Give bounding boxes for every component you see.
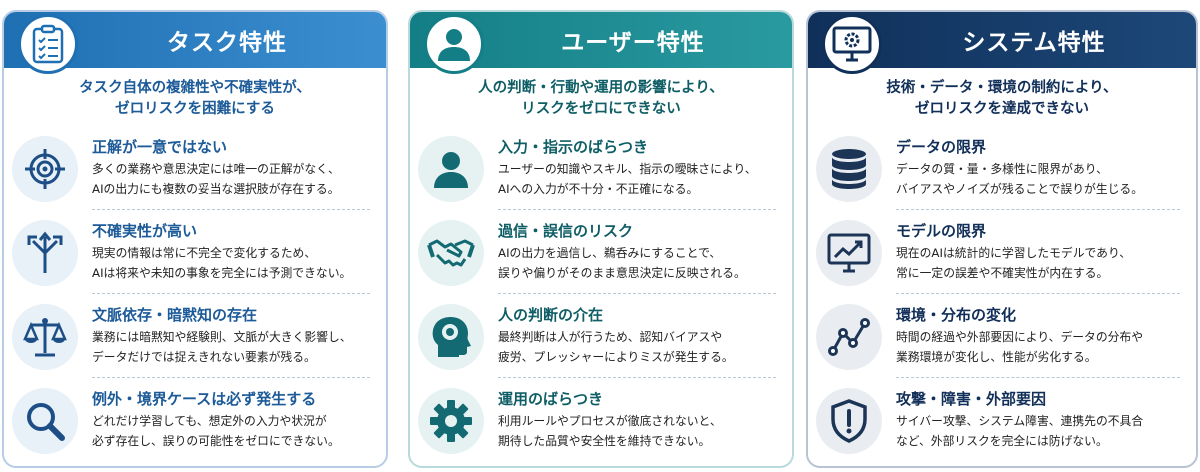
item-description: サイバー攻撃、システム障害、連携先の不具合など、外部リスクを完全には防げない。 [896, 414, 1144, 448]
item-title: 例外・境界ケースは必ず発生する [92, 390, 317, 408]
list-item: 不確実性が高い 現実の情報は常に不完全で変化するため、AIは将来や未知の事象を完… [4, 216, 386, 296]
list-item: 環境・分布の変化 時間の経過や外部要因により、データの分布や業務環境が変化し、性… [808, 300, 1196, 380]
list-item: 過信・誤信のリスク AIの出力を過信し、鵜呑みにすることで、誤りや偏りがそのまま… [410, 216, 792, 296]
head-brain-icon [418, 304, 484, 370]
divider [498, 293, 776, 294]
item-description: 業務には暗黙知や経験則、文脈が大きく影響し、データだけでは捉えきれない要素が残る… [92, 330, 352, 364]
shield-alert-icon [816, 388, 882, 454]
target-icon [12, 136, 78, 202]
divider [92, 293, 370, 294]
panel-task-characteristics: タスク特性 タスク自体の複雑性や不確実性が、 ゼロリスクを困難にする 正解が一意… [2, 10, 388, 468]
item-description: データの質・量・多様性に限界があり、バイアスやノイズが残ることで誤りが生じる。 [896, 162, 1144, 196]
line-chart-icon [816, 304, 882, 370]
panel-subtitle: 技術・データ・環境の制約により、 ゼロリスクを達成できない [886, 80, 1118, 117]
item-title: 環境・分布の変化 [896, 306, 1017, 324]
database-icon [816, 136, 882, 202]
list-item: 運用のばらつき 利用ルールやプロセスが徹底されないと、期待した品質や安全性を維持… [410, 384, 792, 464]
user-icon [424, 14, 484, 74]
item-title: 過信・誤信のリスク [498, 222, 634, 240]
list-item: モデルの限界 現在のAIは統計的に学習したモデルであり、常に一定の誤差や不確実性… [808, 216, 1196, 296]
item-description: AIの出力を過信し、鵜呑みにすることで、誤りや偏りがそのまま意思決定に反映される… [498, 246, 746, 280]
panel-title: タスク特性 [167, 30, 287, 56]
item-title: 運用のばらつき [498, 390, 604, 408]
list-item: 人の判断の介在 最終判断は人が行うため、認知バイアスや疲労、プレッシャーによりミ… [410, 300, 792, 380]
divider [896, 209, 1180, 210]
panel-title: システム特性 [962, 30, 1106, 56]
divider [92, 377, 370, 378]
item-title: 人の判断の介在 [498, 306, 604, 324]
item-description: ユーザーの知識やスキル、指示の曖昧さにより、AIへの入力が不十分・不正確になる。 [498, 162, 757, 196]
list-item: 例外・境界ケースは必ず発生する どれだけ学習しても、想定外の入力や状況が必ず存在… [4, 384, 386, 464]
panel-subtitle: タスク自体の複雑性や不確実性が、 ゼロリスクを困難にする [79, 80, 311, 117]
list-item: 攻撃・障害・外部要因 サイバー攻撃、システム障害、連携先の不具合など、外部リスク… [808, 384, 1196, 464]
panel-subtitle: 人の判断・行動や運用の影響により、 リスクをゼロにできない [478, 80, 724, 117]
item-description: 現在のAIは統計的に学習したモデルであり、常に一定の誤差や不確実性が内在する。 [896, 246, 1132, 280]
monitor-chart-icon [816, 220, 882, 286]
divider [92, 209, 370, 210]
item-title: 攻撃・障害・外部要因 [896, 390, 1047, 408]
handshake-icon [418, 220, 484, 286]
panel-system-characteristics: システム特性 技術・データ・環境の制約により、 ゼロリスクを達成できない データ… [806, 10, 1198, 468]
item-title: モデルの限界 [896, 222, 987, 240]
item-description: 多くの業務や意思決定には唯一の正解がなく、AIの出力にも複数の妥当な選択肢が存在… [92, 162, 340, 196]
list-item: データの限界 データの質・量・多様性に限界があり、バイアスやノイズが残ることで誤… [808, 132, 1196, 212]
person-icon [418, 136, 484, 202]
monitor-gear-icon [822, 14, 882, 74]
panel-user-characteristics: ユーザー特性 人の判断・行動や運用の影響により、 リスクをゼロにできない 入力・… [408, 10, 794, 468]
magnifier-icon [12, 388, 78, 454]
item-title: データの限界 [896, 138, 987, 156]
balance-scale-icon [12, 304, 78, 370]
item-title: 不確実性が高い [92, 222, 198, 240]
list-item: 正解が一意ではない 多くの業務や意思決定には唯一の正解がなく、AIの出力にも複数… [4, 132, 386, 212]
item-title: 正解が一意ではない [92, 138, 228, 156]
divider [498, 377, 776, 378]
item-description: 時間の経過や外部要因により、データの分布や業務環境が変化し、性能が劣化する。 [896, 330, 1144, 364]
divider [896, 293, 1180, 294]
divider [498, 209, 776, 210]
item-description: 現実の情報は常に不完全で変化するため、AIは将来や未知の事象を完全には予測できな… [92, 246, 352, 280]
item-title: 入力・指示のばらつき [498, 138, 649, 156]
list-item: 文脈依存・暗黙知の存在 業務には暗黙知や経験則、文脈が大きく影響し、データだけで… [4, 300, 386, 380]
gear-icon [418, 388, 484, 454]
item-description: どれだけ学習しても、想定外の入力や状況が必ず存在し、誤りの可能性をゼロにできない… [92, 414, 340, 448]
clipboard-checklist-icon [18, 14, 78, 74]
list-item: 入力・指示のばらつき ユーザーの知識やスキル、指示の曖昧さにより、AIへの入力が… [410, 132, 792, 212]
branching-arrows-icon [12, 220, 78, 286]
item-description: 利用ルールやプロセスが徹底されないと、期待した品質や安全性を維持できない。 [498, 414, 722, 448]
item-title: 文脈依存・暗黙知の存在 [92, 306, 258, 324]
item-description: 最終判断は人が行うため、認知バイアスや疲労、プレッシャーによりミスが発生する。 [498, 330, 734, 364]
panel-title: ユーザー特性 [561, 30, 705, 56]
divider [896, 377, 1180, 378]
